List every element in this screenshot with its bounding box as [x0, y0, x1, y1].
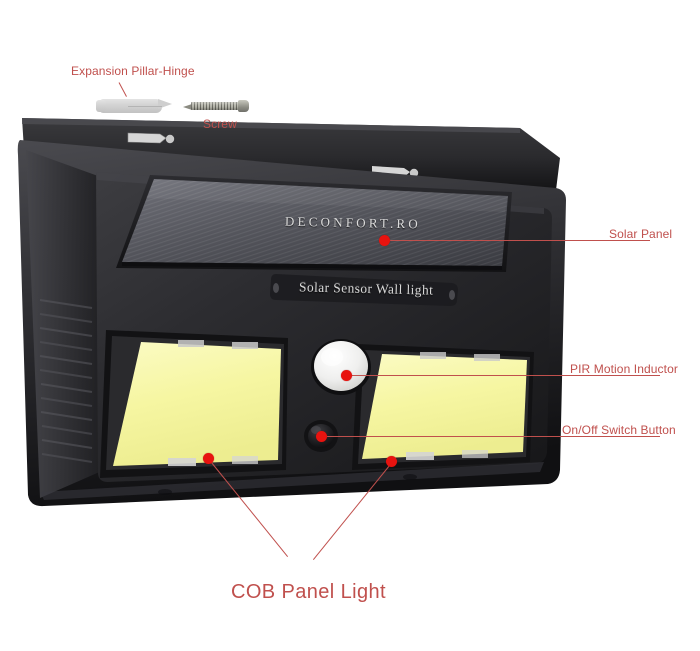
- solar-panel: [116, 175, 512, 272]
- annotation-solar-panel: Solar Panel: [609, 227, 673, 241]
- body-emboss-text: Solar Sensor Wall light: [298, 279, 434, 298]
- leader-dot-pir: [341, 370, 352, 381]
- housing-feet: [158, 474, 417, 495]
- leader-dot-cob-right: [386, 456, 397, 467]
- solar-panel-watermark: DECONFORT.RO: [284, 213, 422, 232]
- leader-dot-switch: [316, 431, 327, 442]
- vent-ridges: [39, 299, 93, 463]
- name-plate: [270, 274, 458, 306]
- mounting-keyhole-left: [127, 132, 175, 144]
- leader-dot-cob-left: [203, 453, 214, 464]
- annotation-onoff-switch-button: On/Off Switch Button: [562, 423, 676, 437]
- cob-panel-right: [352, 344, 534, 470]
- annotation-cob-panel-light: COB Panel Light: [231, 581, 386, 603]
- leader-dot-solar-panel: [379, 235, 390, 246]
- leader-line-switch: [324, 436, 660, 437]
- leader-line-solar-panel: [385, 240, 650, 241]
- mounting-flange: [22, 118, 560, 190]
- annotation-screw: Screw: [203, 117, 237, 131]
- annotation-expansion-pillar-hinge: Expansion Pillar-Hinge: [71, 64, 195, 78]
- pir-sensor-dome: [311, 339, 371, 395]
- leader-line-pir: [347, 375, 660, 376]
- annotation-pir-motion-inductor: PIR Motion Inductor: [570, 362, 678, 376]
- cob-panel-left: [100, 330, 288, 478]
